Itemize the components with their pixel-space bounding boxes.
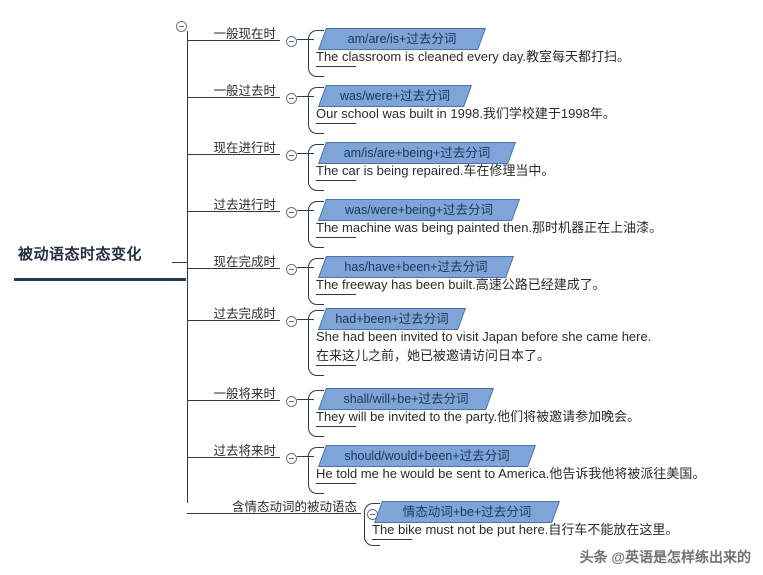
root-node[interactable]: 被动语态时态变化	[14, 240, 186, 284]
branch-label[interactable]: 一般现在时	[213, 27, 276, 41]
example-text: The machine was being painted then.那时机器正…	[316, 220, 663, 235]
example-underline	[316, 483, 356, 484]
example-node[interactable]: The car is being repaired.车在修理当中。	[316, 161, 554, 180]
branch-collapse-toggle[interactable]	[286, 451, 297, 469]
branch-child-connector	[297, 319, 314, 320]
example-text: The freeway has been built.高速公路已经建成了。	[316, 277, 606, 292]
branch-underline	[187, 211, 280, 212]
branch-underline	[187, 320, 280, 321]
example-underline	[316, 123, 356, 124]
child-group-bracket	[308, 87, 324, 134]
example-node[interactable]: The classroom is cleaned every day.教室每天都…	[316, 47, 630, 66]
branch-label[interactable]: 现在进行时	[213, 141, 276, 155]
example-node[interactable]: The bike must not be put here.自行车不能放在这里。	[372, 520, 678, 539]
example-text-line2: 在来这儿之前，她已被邀请访问日本了。	[316, 348, 551, 363]
example-text: Our school was built in 1998.我们学校建于1998年…	[316, 106, 616, 121]
example-text: The car is being repaired.车在修理当中。	[316, 163, 555, 178]
watermark: 头条 @英语是怎样练出来的	[579, 549, 751, 565]
branch-underline	[187, 457, 280, 458]
collapse-minus-icon	[176, 21, 187, 32]
branch-collapse-toggle[interactable]	[286, 314, 297, 332]
branch-label[interactable]: 现在完成时	[213, 255, 276, 269]
formula-text: has/have+been+过去分词	[344, 260, 488, 274]
branch-label[interactable]: 含情态动词的被动语态	[231, 500, 357, 514]
branch-collapse-toggle[interactable]	[286, 34, 297, 52]
example-underline	[372, 539, 412, 540]
child-group-bracket	[308, 447, 324, 494]
child-group-bracket	[308, 390, 324, 437]
child-group-bracket	[364, 503, 380, 546]
trunk-connector	[187, 31, 188, 503]
example-underline	[316, 237, 356, 238]
example-underline	[316, 365, 356, 366]
example-text: The bike must not be put here.自行车不能放在这里。	[372, 522, 679, 537]
formula-text: shall/will+be+过去分词	[343, 392, 469, 406]
example-underline	[316, 66, 356, 67]
branch-underline	[187, 154, 280, 155]
collapse-minus-icon	[286, 150, 297, 161]
branch-underline	[187, 40, 280, 41]
formula-text: was/were+过去分词	[339, 89, 451, 103]
branch-label[interactable]: 一般将来时	[213, 387, 276, 401]
root-label: 被动语态时态变化	[18, 246, 143, 263]
example-node[interactable]: She had been invited to visit Japan befo…	[316, 327, 651, 365]
formula-text: am/are/is+过去分词	[347, 32, 457, 46]
root-collapse-toggle[interactable]	[176, 19, 187, 37]
child-group-bracket	[308, 310, 324, 376]
branch-underline	[187, 97, 280, 98]
example-text: He told me he would be sent to America.他…	[316, 466, 706, 481]
root-underline	[14, 278, 186, 281]
branch-underline	[187, 400, 280, 401]
example-node[interactable]: The machine was being painted then.那时机器正…	[316, 218, 662, 237]
branch-child-connector	[297, 39, 314, 40]
branch-label[interactable]: 过去完成时	[213, 307, 276, 321]
formula-text: should/would+been+过去分词	[344, 449, 510, 463]
branch-child-connector	[297, 399, 314, 400]
example-text: The classroom is cleaned every day.教室每天都…	[316, 49, 631, 64]
example-underline	[316, 426, 356, 427]
branch-child-connector	[297, 456, 314, 457]
example-node[interactable]: The freeway has been built.高速公路已经建成了。	[316, 275, 606, 294]
formula-text: 情态动词+be+过去分词	[402, 505, 532, 519]
branch-label[interactable]: 过去进行时	[213, 198, 276, 212]
child-group-bracket	[308, 144, 324, 191]
branch-collapse-toggle[interactable]	[286, 91, 297, 109]
example-text: She had been invited to visit Japan befo…	[316, 329, 652, 344]
collapse-minus-icon	[286, 264, 297, 275]
formula-text: had+been+过去分词	[335, 312, 449, 326]
example-node[interactable]: Our school was built in 1998.我们学校建于1998年…	[316, 104, 616, 123]
formula-text: was/were+being+过去分词	[345, 203, 493, 217]
branch-child-connector	[297, 210, 314, 211]
branch-collapse-toggle[interactable]	[286, 148, 297, 166]
branch-child-connector	[297, 267, 314, 268]
example-underline	[316, 294, 356, 295]
child-group-bracket	[308, 201, 324, 248]
child-group-bracket	[308, 258, 324, 305]
collapse-minus-icon	[286, 93, 297, 104]
example-node[interactable]: He told me he would be sent to America.他…	[316, 464, 705, 483]
branch-collapse-toggle[interactable]	[286, 205, 297, 223]
branch-label[interactable]: 一般过去时	[213, 84, 276, 98]
example-node[interactable]: They will be invited to the party.他们将被邀请…	[316, 407, 640, 426]
branch-underline	[187, 513, 361, 514]
example-underline	[316, 180, 356, 181]
formula-text: am/is/are+being+过去分词	[343, 146, 491, 160]
branch-label[interactable]: 过去将来时	[213, 444, 276, 458]
branch-child-connector	[297, 96, 314, 97]
branch-collapse-toggle[interactable]	[286, 262, 297, 280]
collapse-minus-icon	[286, 36, 297, 47]
collapse-minus-icon	[286, 316, 297, 327]
root-connector	[172, 262, 188, 263]
child-group-bracket	[308, 30, 324, 77]
branch-underline	[187, 268, 280, 269]
branch-collapse-toggle[interactable]	[286, 394, 297, 412]
collapse-minus-icon	[286, 207, 297, 218]
collapse-minus-icon	[286, 453, 297, 464]
branch-child-connector	[297, 153, 314, 154]
collapse-minus-icon	[286, 396, 297, 407]
example-text: They will be invited to the party.他们将被邀请…	[316, 409, 641, 424]
